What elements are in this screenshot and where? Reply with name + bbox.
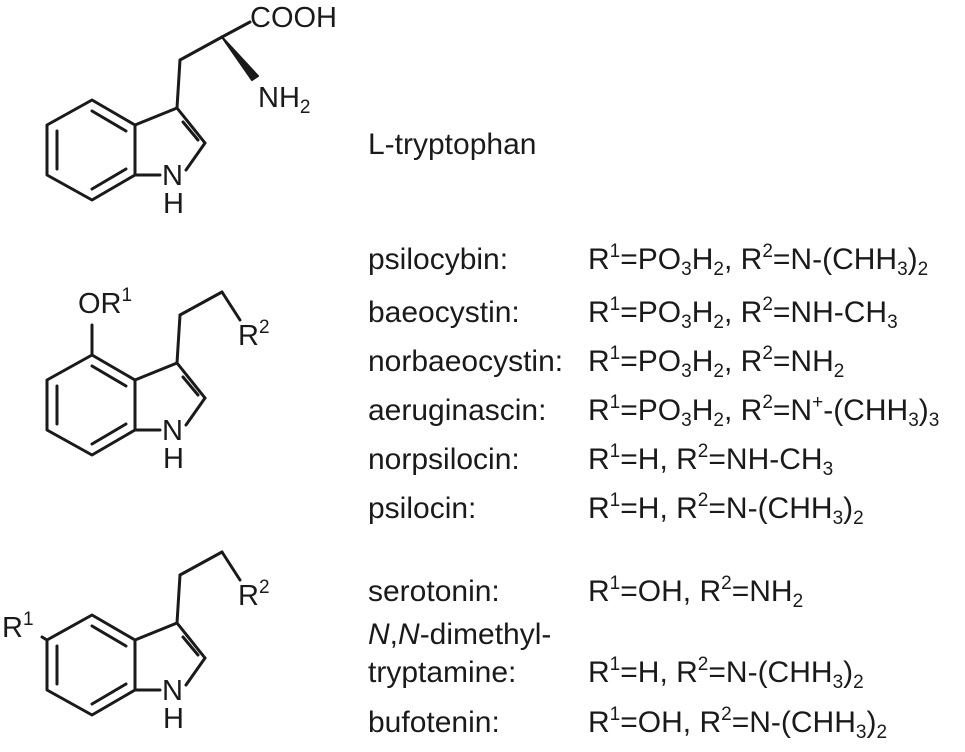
indole-h-label: H <box>163 443 184 475</box>
tryptophan-skeleton <box>45 20 252 202</box>
compound-name: psilocin: <box>368 492 477 525</box>
compound-name: norpsilocin: <box>368 443 520 476</box>
compound-name: bufotenin: <box>368 706 500 739</box>
indole-h-label: H <box>163 188 184 220</box>
compound-formula: R1=PO3H2, R2=N-(CHH3)2 <box>588 241 929 280</box>
r1-label: R1 <box>2 609 34 644</box>
indole-n-label: N <box>162 160 183 192</box>
compound-name: tryptamine: <box>368 656 517 689</box>
compound-name: norbaeocystin: <box>368 345 564 378</box>
indole-n-label: N <box>162 415 183 447</box>
compound-formula: R1=OH, R2=N-(CHH3)2 <box>588 704 888 743</box>
nh2-label: NH2 <box>258 82 311 118</box>
indole-h-label: H <box>163 703 184 735</box>
compound-name-line1: N,N-dimethyl- <box>368 618 552 651</box>
psilocybin-skeleton <box>45 290 242 457</box>
compound-name: psilocybin: <box>368 243 509 276</box>
compound-formula: R1=OH, R2=NH2 <box>588 573 804 612</box>
compound-name: baeocystin: <box>368 296 520 329</box>
compound-formula: R1=PO3H2, R2=NH-CH3 <box>588 294 898 333</box>
compound-formula: R1=PO3H2, R2=N+-(CHH3)3 <box>588 392 940 431</box>
r2-label: R2 <box>238 317 270 352</box>
compound-formula: R1=H, R2=NH-CH3 <box>588 441 834 480</box>
wedge-bond <box>221 36 259 81</box>
or1-label: OR1 <box>78 285 133 320</box>
serotonin-skeleton <box>40 550 242 717</box>
compound-formula: R1=H, R2=N-(CHH3)2 <box>588 654 864 693</box>
cooh-label: COOH <box>250 2 337 34</box>
tryptophan-name: L-tryptophan <box>368 128 537 161</box>
compound-formula: R1=H, R2=N-(CHH3)2 <box>588 490 864 529</box>
compound-name: serotonin: <box>368 575 500 608</box>
r2-label: R2 <box>238 577 270 612</box>
compound-name: aeruginascin: <box>368 394 547 427</box>
indole-n-label: N <box>162 675 183 707</box>
compound-formula: R1=PO3H2, R2=NH2 <box>588 343 845 382</box>
